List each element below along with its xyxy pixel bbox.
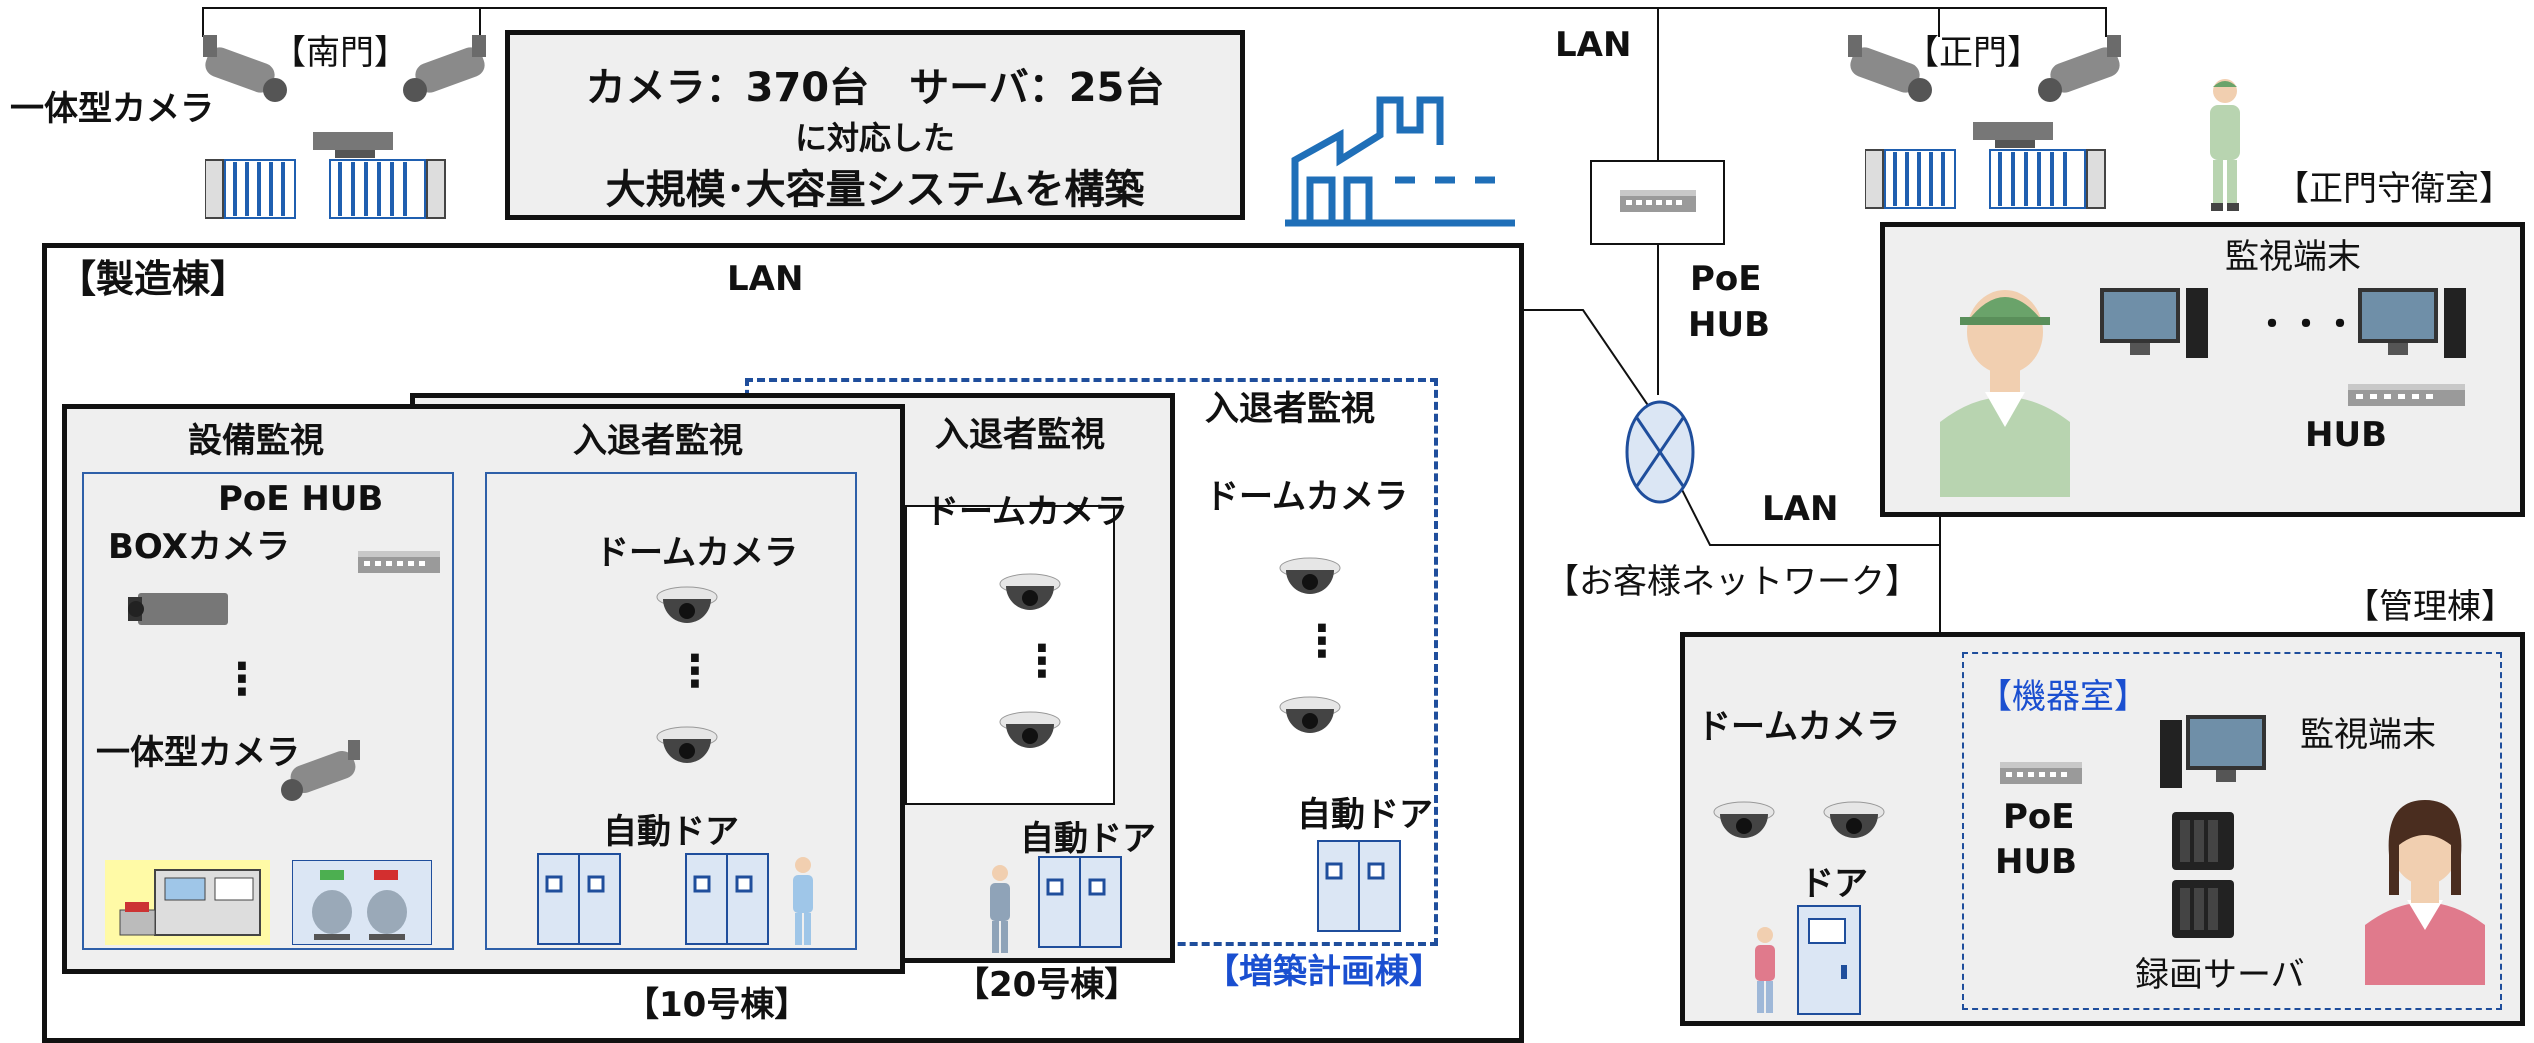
network-switch-icon bbox=[358, 551, 440, 573]
dome-camera-icon bbox=[1823, 801, 1885, 838]
b20-entry-panel bbox=[905, 505, 1115, 805]
customer-network-label: 【お客様ネットワーク】 bbox=[1545, 562, 1919, 602]
b10-equipment-panel bbox=[82, 472, 454, 950]
network-switch-icon bbox=[2348, 384, 2465, 406]
b10-poe-hub-label: PoE HUB bbox=[218, 479, 384, 519]
machine-room bbox=[1962, 652, 2502, 1010]
b10-entry-title: 入退者監視 bbox=[573, 421, 743, 461]
auto-door-icon bbox=[1317, 840, 1401, 932]
dome-camera-icon bbox=[1279, 557, 1341, 594]
dome-camera-icon bbox=[1279, 696, 1341, 733]
monitor-terminal-icon bbox=[2100, 288, 2208, 358]
door-icon bbox=[1797, 905, 1861, 1015]
bullet-camera-icon bbox=[403, 35, 486, 102]
admin-poe-label: PoE bbox=[2003, 797, 2075, 837]
planned-entry-title: 入退者監視 bbox=[1205, 389, 1375, 429]
bullet-camera-icon bbox=[203, 35, 287, 102]
planned-building-label: 【増築計画棟】 bbox=[1205, 952, 1443, 992]
headline-line2: に対応した bbox=[794, 119, 955, 157]
factory-lan-label: LAN bbox=[727, 259, 804, 299]
network-switch-icon bbox=[1620, 190, 1696, 212]
top-poe-label: PoE bbox=[1690, 259, 1762, 299]
building-20-label: 【20号棟】 bbox=[955, 965, 1139, 1005]
box-camera-icon bbox=[128, 593, 228, 625]
admin-dome-label: ドームカメラ bbox=[1697, 707, 1900, 747]
planned-dots: ⋮ bbox=[1300, 616, 1344, 667]
b20-auto-door-label: 自動ドア bbox=[1020, 819, 1156, 859]
building-10-label: 【10号棟】 bbox=[625, 985, 809, 1025]
south-gate-label: 【南門】 bbox=[272, 33, 408, 73]
headline-line1: カメラ：370台 サーバ：25台 bbox=[585, 65, 1165, 111]
admin-hub-label: HUB bbox=[1995, 842, 2077, 882]
dome-camera-icon bbox=[656, 586, 718, 623]
monitor-terminal-icon bbox=[2358, 288, 2466, 358]
planned-entry-panel bbox=[1175, 440, 1405, 790]
admin-title: 【管理棟】 bbox=[2345, 587, 2515, 627]
main-gate-icon bbox=[1865, 122, 2106, 209]
guard-room-title: 【正門守衛室】 bbox=[2275, 169, 2513, 209]
machine-room-label: 【機器室】 bbox=[1978, 677, 2148, 717]
bullet-camera-icon bbox=[281, 740, 360, 801]
b10-box-camera-label: BOXカメラ bbox=[108, 527, 290, 567]
b20-dome-label: ドームカメラ bbox=[925, 492, 1128, 532]
auto-door-icon bbox=[537, 853, 621, 945]
headline-line3: 大規模･大容量システムを構築 bbox=[605, 167, 1145, 213]
machine-equipment-icon bbox=[105, 860, 270, 945]
admin-door-label: ドア bbox=[1800, 864, 1868, 904]
recording-server-label: 録画サーバ bbox=[2135, 955, 2305, 995]
monitor-terminal-icon bbox=[2160, 715, 2266, 788]
router-icon bbox=[1625, 400, 1695, 504]
b10-dots-right: ⋮ bbox=[673, 646, 717, 697]
worker-figure-icon bbox=[990, 865, 1010, 953]
b20-entry-title: 入退者監視 bbox=[935, 415, 1105, 455]
b20-dots: ⋮ bbox=[1020, 636, 1064, 687]
bullet-camera-icon bbox=[2038, 35, 2121, 102]
visitor-figure-icon bbox=[1755, 927, 1775, 1013]
planned-auto-door-label: 自動ドア bbox=[1297, 795, 1433, 835]
admin-monitor-label: 監視端末 bbox=[2300, 715, 2436, 755]
server-icon bbox=[2172, 812, 2234, 870]
b10-dome-label: ドームカメラ bbox=[595, 533, 798, 573]
network-lan-label: LAN bbox=[1762, 489, 1839, 529]
guard-figure-icon bbox=[2210, 79, 2240, 211]
b10-auto-door-label: 自動ドア bbox=[603, 812, 739, 852]
top-integrated-camera-label: 一体型カメラ bbox=[10, 89, 214, 129]
factory-icon bbox=[1285, 96, 1515, 227]
dome-camera-icon bbox=[999, 573, 1061, 610]
auto-door-icon bbox=[685, 853, 769, 945]
guard-monitor-label: 監視端末 bbox=[2225, 237, 2361, 277]
b10-integrated-camera-label: 一体型カメラ bbox=[96, 733, 300, 773]
operator-icon bbox=[2365, 800, 2485, 985]
tank-equipment-icon bbox=[292, 860, 432, 945]
security-guard-icon bbox=[1940, 290, 2070, 497]
b10-dots-left: ⋮ bbox=[220, 654, 264, 705]
factory-title: 【製造棟】 bbox=[58, 257, 249, 301]
b10-entry-panel bbox=[485, 472, 857, 950]
headline-callout: カメラ：370台 サーバ：25台 に対応した 大規模･大容量システムを構築 bbox=[505, 30, 1245, 220]
bullet-camera-icon bbox=[1848, 35, 1932, 102]
guard-dots: ・・・ bbox=[2255, 305, 2357, 345]
top-lan-label: LAN bbox=[1555, 25, 1632, 65]
dome-camera-icon bbox=[1713, 801, 1775, 838]
planned-dome-label: ドームカメラ bbox=[1205, 477, 1408, 517]
dome-camera-icon bbox=[999, 711, 1061, 748]
south-gate-icon bbox=[205, 132, 446, 219]
top-hub-label: HUB bbox=[1688, 305, 1770, 345]
network-switch-icon bbox=[2000, 762, 2082, 784]
worker-figure-icon bbox=[793, 857, 813, 945]
b10-equipment-title: 設備監視 bbox=[188, 421, 324, 461]
main-gate-label: 【正門】 bbox=[1905, 33, 2041, 73]
auto-door-icon bbox=[1038, 856, 1122, 948]
server-icon bbox=[2172, 880, 2234, 938]
dome-camera-icon bbox=[656, 726, 718, 763]
guard-hub-label: HUB bbox=[2305, 415, 2387, 455]
